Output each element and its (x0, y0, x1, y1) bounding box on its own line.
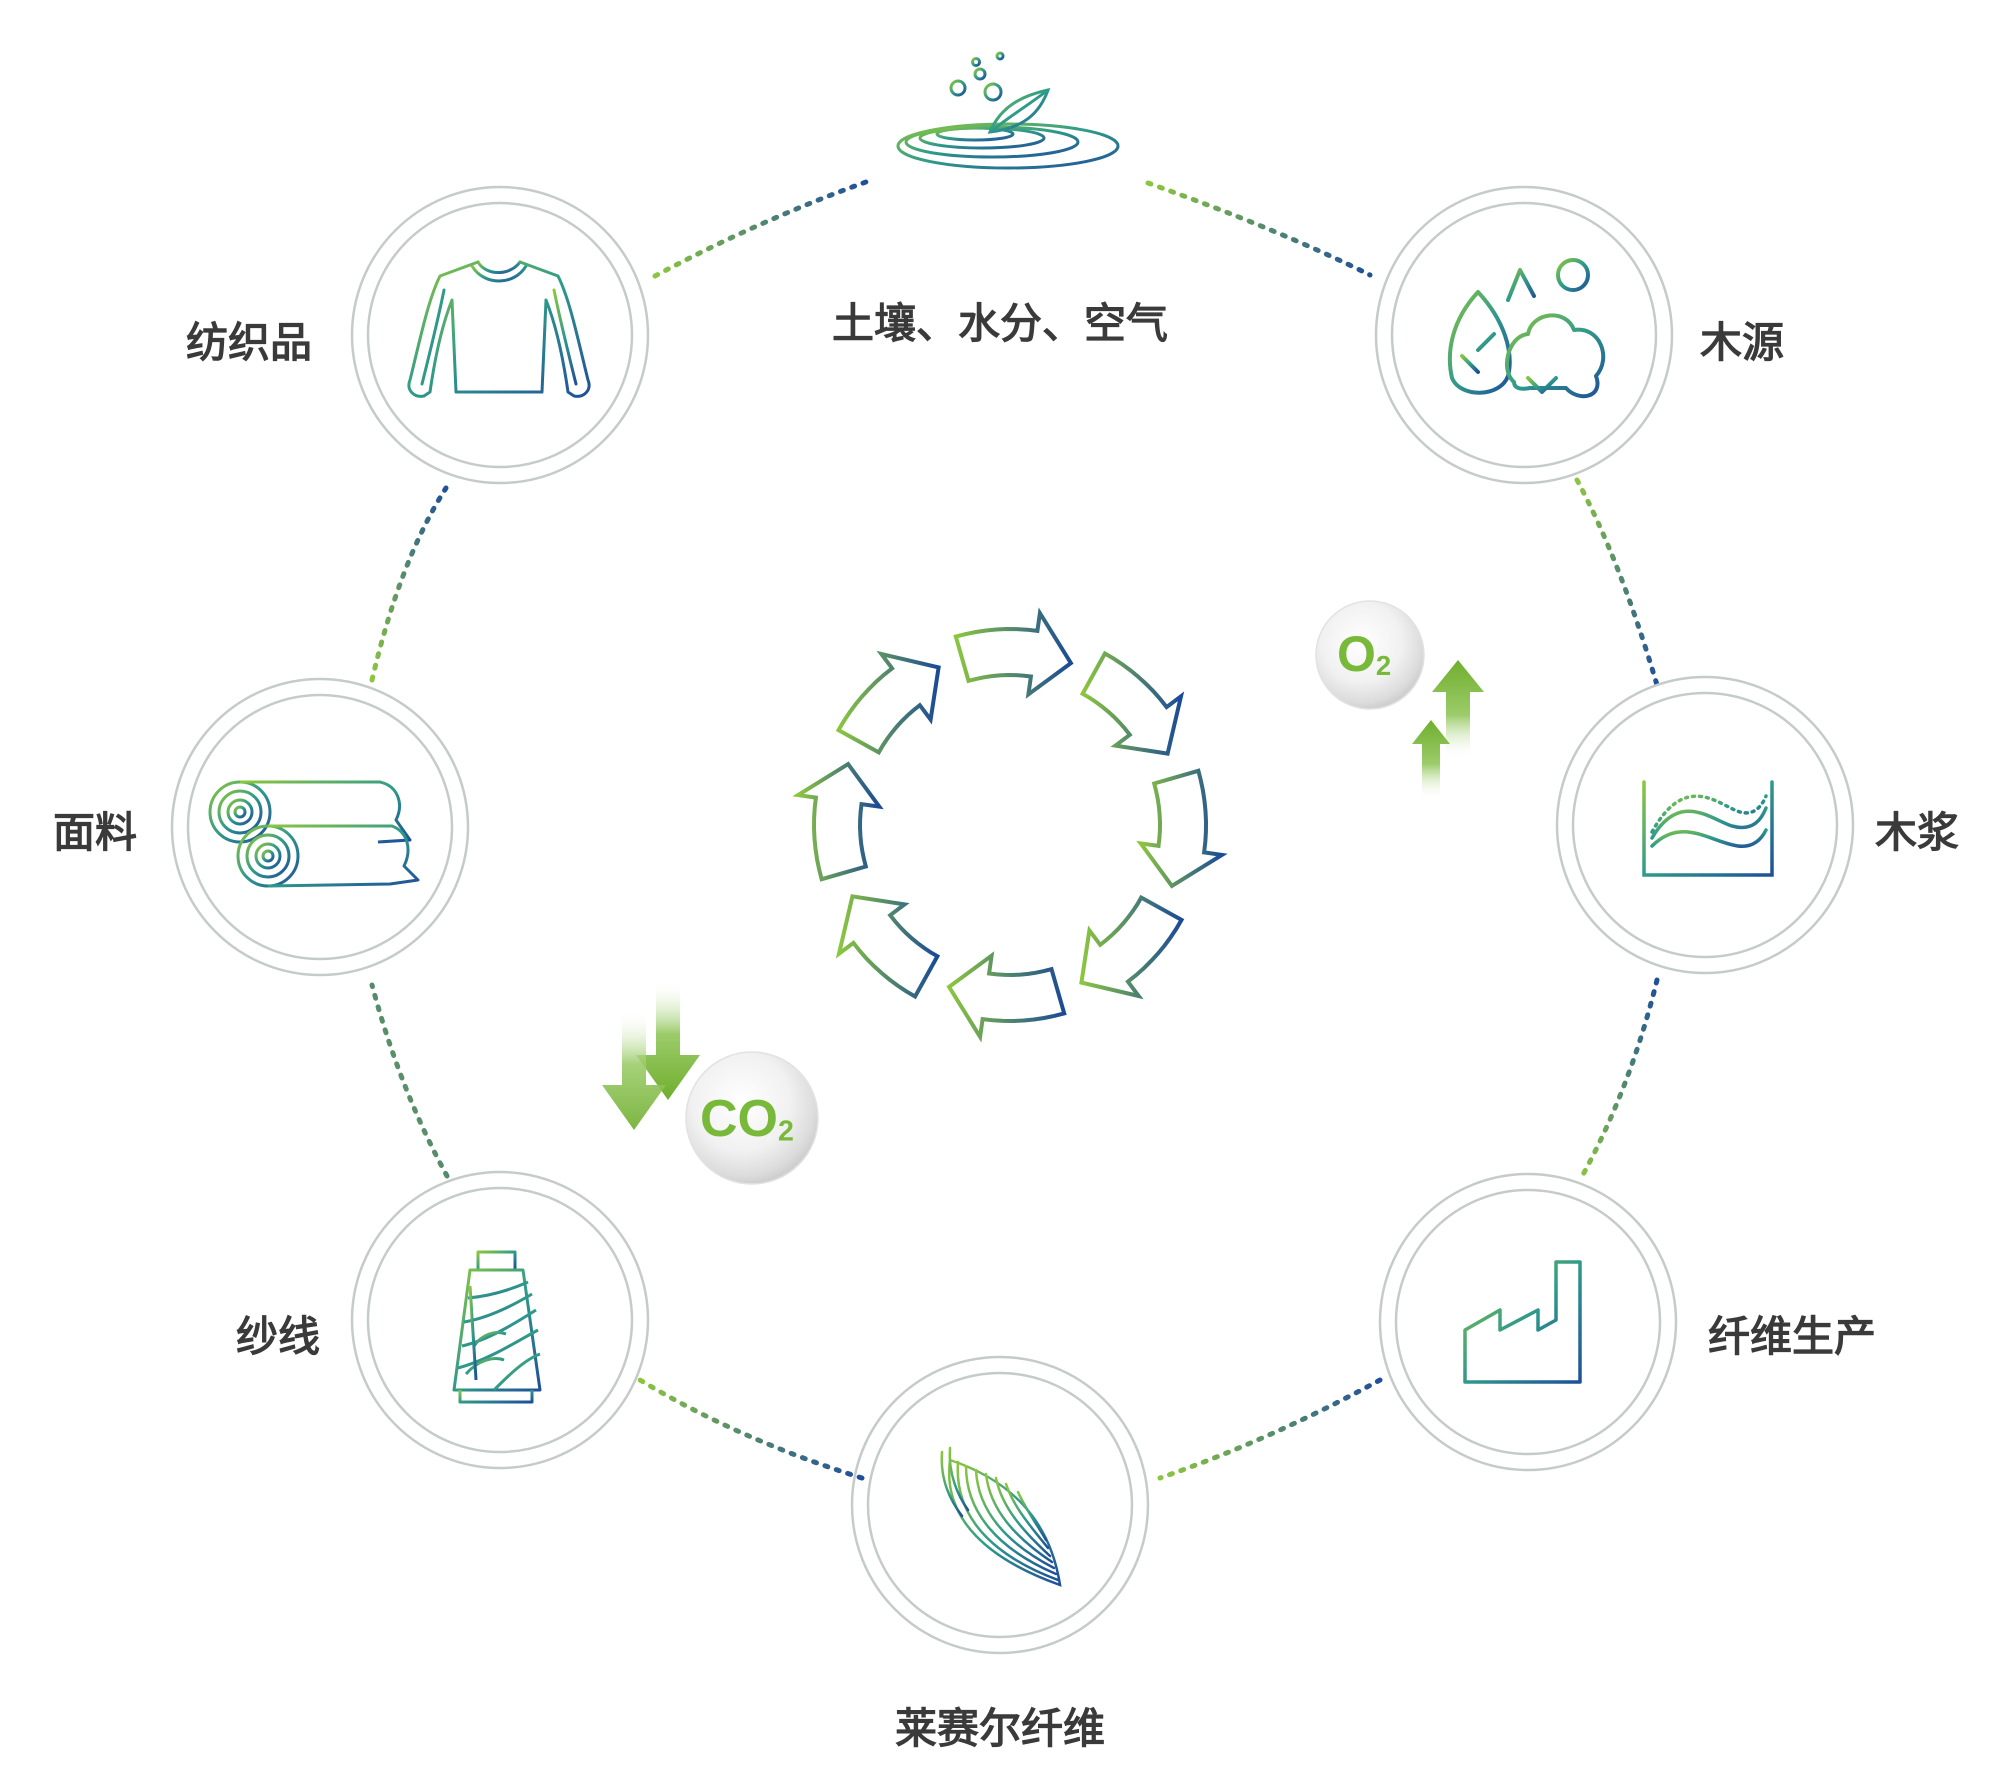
water-leaf-icon (896, 51, 1120, 170)
cycle-arrow (1079, 894, 1185, 1000)
up-arrow-icon (1412, 660, 1484, 800)
ring-wood-source (1374, 185, 1674, 485)
cycle-arrow (792, 761, 884, 882)
fiber-leaf-icon (940, 1446, 1062, 1587)
cycle-arrows-icon (792, 607, 1228, 1043)
connector-top-right (1145, 180, 1373, 278)
label-fabric: 面料 (52, 808, 137, 857)
label-wood-source: 木源 (1700, 318, 1785, 367)
sweater-icon (407, 260, 591, 398)
connector-factory-fiber (1157, 1377, 1383, 1481)
label-fiber-production: 纤维生产 (1708, 1312, 1877, 1361)
cycle-arrow (835, 894, 941, 1000)
cycle-arrow (953, 607, 1074, 699)
oxygen-bubble-icon (1315, 600, 1425, 710)
fabric-rolls-icon (208, 780, 420, 888)
cycle-arrow (1079, 650, 1185, 756)
connector-pulp-factory (1577, 977, 1660, 1183)
pulp-wave-icon (1642, 780, 1774, 877)
top-label: 土壤、水分、空气 (831, 299, 1169, 348)
ring-textiles (350, 185, 650, 485)
connector-fabric-textiles (369, 485, 449, 683)
factory-icon (1463, 1260, 1582, 1384)
yarn-spool-icon (452, 1250, 542, 1404)
ring-fabric (170, 677, 470, 977)
down-arrow-icon (602, 980, 700, 1130)
co2-label: CO2 (700, 1090, 794, 1148)
connector-yarn-fabric (369, 982, 450, 1179)
label-yarn: 纱线 (235, 1312, 320, 1361)
cycle-arrow (946, 951, 1067, 1043)
ring-lyocell-fiber (850, 1355, 1150, 1655)
co2-bubble-icon (685, 1051, 819, 1185)
label-lyocell-fiber: 莱赛尔纤维 (894, 1704, 1106, 1753)
connector-textiles-top (652, 179, 869, 279)
stage-rings (170, 185, 1855, 1655)
label-textiles: 纺织品 (185, 318, 312, 367)
dotted-connectors (369, 179, 1660, 1481)
cycle-arrow (835, 650, 941, 756)
label-wood-pulp: 木浆 (1875, 808, 1960, 857)
connector-woodsource-pulp (1574, 477, 1660, 688)
cycle-arrow (1136, 768, 1228, 889)
trees-icon (1447, 258, 1606, 416)
ring-yarn (350, 1170, 650, 1470)
ring-fiber-production (1378, 1172, 1678, 1472)
connector-fiber-yarn (637, 1377, 865, 1481)
ring-wood-pulp (1555, 675, 1855, 975)
oxygen-label: O2 (1337, 626, 1392, 682)
